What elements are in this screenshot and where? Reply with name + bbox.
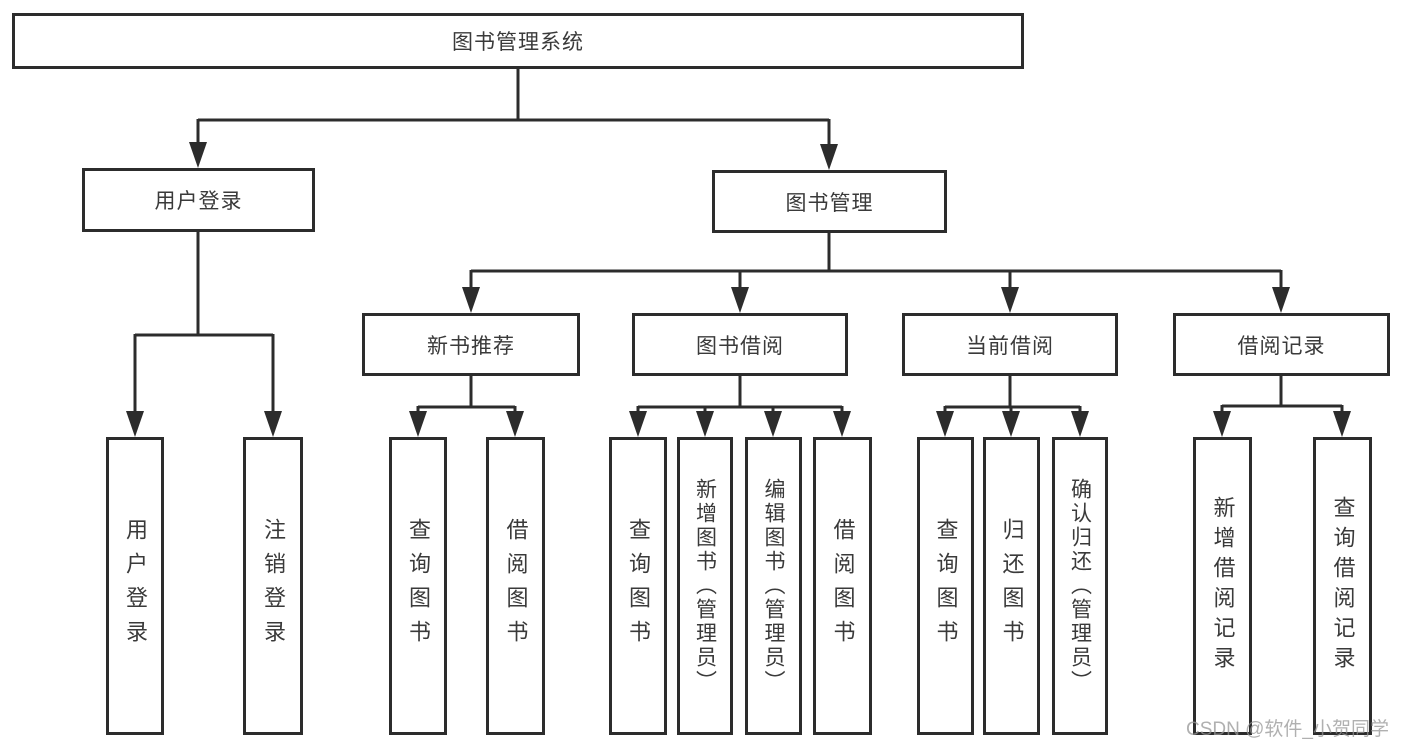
node-book-borrowing-label: 图书借阅 xyxy=(696,334,784,358)
leaf-confirm-return-admin-label: 确认归还（管理员） xyxy=(1068,478,1092,694)
connector-root-to-level2 xyxy=(196,69,831,145)
leaf-add-borrow-record-label: 新增借阅记录 xyxy=(1210,496,1236,676)
leaf-user-login: 用户登录 xyxy=(106,437,164,735)
leaf-borrow-books: 借阅图书 xyxy=(813,437,872,735)
connector-login-to-leaves xyxy=(133,232,275,413)
csdn-watermark: CSDN @软件_小贺同学 xyxy=(1186,719,1389,740)
leaf-edit-book-admin: 编辑图书（管理员） xyxy=(745,437,802,735)
leaf-recommend-borrow-books-label: 借阅图书 xyxy=(503,518,529,654)
leaf-user-login-label: 用户登录 xyxy=(123,518,148,654)
arrowheads xyxy=(126,142,1351,437)
leaf-logout-label: 注销登录 xyxy=(261,518,286,654)
connector-manage-to-level3 xyxy=(469,233,1283,289)
leaf-return-books: 归还图书 xyxy=(983,437,1040,735)
leaf-confirm-return-admin: 确认归还（管理员） xyxy=(1052,437,1108,735)
leaf-add-book-admin-label: 新增图书（管理员） xyxy=(693,478,717,694)
node-new-book-recommend: 新书推荐 xyxy=(362,313,580,376)
connector-borrow-to-leaves xyxy=(636,376,844,414)
leaf-current-query-books: 查询图书 xyxy=(917,437,974,735)
node-borrow-records-label: 借阅记录 xyxy=(1237,334,1326,358)
node-current-borrowing-label: 当前借阅 xyxy=(966,334,1054,358)
leaf-current-query-books-label: 查询图书 xyxy=(933,518,959,654)
leaf-borrow-books-label: 借阅图书 xyxy=(830,518,856,654)
leaf-query-borrow-record-label: 查询借阅记录 xyxy=(1330,496,1356,676)
leaf-recommend-query-books-label: 查询图书 xyxy=(406,518,431,654)
leaf-edit-book-admin-label: 编辑图书（管理员） xyxy=(762,478,785,694)
node-user-login: 用户登录 xyxy=(82,168,315,232)
node-user-login-label: 用户登录 xyxy=(154,190,243,213)
leaf-add-borrow-record: 新增借阅记录 xyxy=(1193,437,1252,735)
node-new-book-recommend-label: 新书推荐 xyxy=(427,334,515,358)
connector-records-to-leaves xyxy=(1220,376,1344,414)
node-system-root: 图书管理系统 xyxy=(12,13,1024,69)
node-borrow-records: 借阅记录 xyxy=(1173,313,1390,376)
leaf-add-book-admin: 新增图书（管理员） xyxy=(677,437,733,735)
node-system-root-label: 图书管理系统 xyxy=(452,31,584,54)
node-book-management-label: 图书管理 xyxy=(785,191,874,215)
leaf-recommend-borrow-books: 借阅图书 xyxy=(486,437,545,735)
connector-newbook-to-leaves xyxy=(416,376,517,414)
node-book-management: 图书管理 xyxy=(712,170,947,233)
leaf-recommend-query-books: 查询图书 xyxy=(389,437,447,735)
node-book-borrowing: 图书借阅 xyxy=(632,313,848,376)
leaf-query-borrow-record: 查询借阅记录 xyxy=(1313,437,1372,735)
leaf-logout: 注销登录 xyxy=(243,437,303,735)
leaf-return-books-label: 归还图书 xyxy=(999,518,1025,654)
node-current-borrowing: 当前借阅 xyxy=(902,313,1118,376)
leaf-borrowing-query-books: 查询图书 xyxy=(609,437,667,735)
connector-current-to-leaves xyxy=(943,376,1082,414)
leaf-borrowing-query-books-label: 查询图书 xyxy=(626,518,651,654)
